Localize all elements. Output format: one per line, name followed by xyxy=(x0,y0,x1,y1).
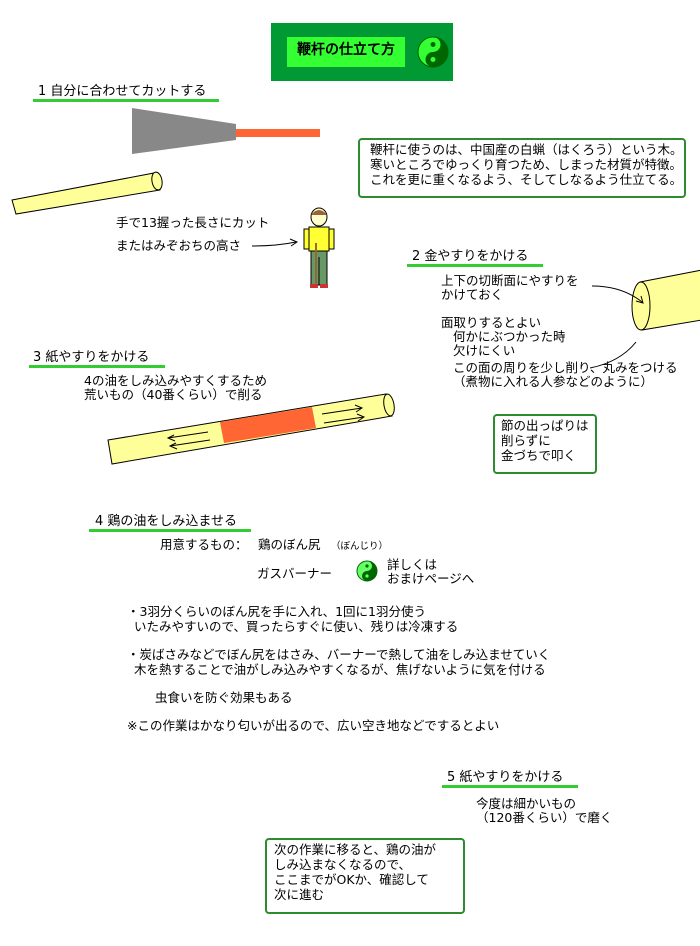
wood-info-box: 鞭杆に使うのは、中国産の白蝋（はくろう）という木。 寒いところでゆっくり育つため… xyxy=(358,138,686,198)
section-1-heading: 1 自分に合わせてカットする xyxy=(38,84,207,99)
section-2-heading: 2 金やすりをかける xyxy=(412,249,529,264)
sanding-text: 4の油をしみ込みやすくするため xyxy=(84,373,267,388)
bonus-link-text: 詳しくは xyxy=(387,557,438,572)
section-4-heading: 4 鶏の油をしみ込ませる xyxy=(95,514,238,529)
prep-item: 鶏のぼん尻 xyxy=(258,537,321,552)
insect-note: 虫食いを防ぐ効果もある xyxy=(155,690,293,705)
next-step-line: 次の作業に移ると、鶏の油が xyxy=(274,842,437,857)
stick-end-closeup xyxy=(631,269,700,331)
pointer-arrow xyxy=(589,341,637,369)
chamfer-text: 何かにぶつかった時 xyxy=(453,329,566,344)
yin-yang-icon xyxy=(417,36,449,68)
title-banner: 鞭杆の仕立て方 xyxy=(271,23,453,81)
cut-length-text: 手で13握った長さにカット xyxy=(116,215,270,230)
sanded-stick xyxy=(107,393,395,465)
bullet-2-text: 木を熱することで油がしみ込みやすくなるが、焦げないように気を付ける xyxy=(134,662,546,677)
file-instruction-text: かけておく xyxy=(441,287,504,302)
section-1-underline xyxy=(33,99,219,102)
node-tip-line: 節の出っぱりは xyxy=(501,418,589,433)
chamfer-text: 欠けにくい xyxy=(453,343,516,358)
fine-sanding-text: （120番くらい）で磨く xyxy=(476,810,613,825)
section-5-underline xyxy=(442,785,578,788)
prep-item-reading: （ぼんじり） xyxy=(331,541,389,552)
node-tip-box: 節の出っぱりは 削らずに 金づちで叩く xyxy=(493,414,597,474)
saw-icon xyxy=(132,108,320,154)
gas-burner-text: ガスバーナー xyxy=(257,566,333,581)
next-step-box: 次の作業に移ると、鶏の油が しみ込まなくなるので、 ここまでがOKか、確認して … xyxy=(265,838,465,914)
round-edge-text: （煮物に入れる人参などのように） xyxy=(453,374,654,389)
bullet-2-text: ・炭ばさみなどでぼん尻をはさみ、バーナーで熱して油をしみ込ませていく xyxy=(127,647,551,662)
section-2-underline xyxy=(407,264,543,267)
fine-sanding-text: 今度は細かいもの xyxy=(476,796,577,811)
wood-info-line: 寒いところでゆっくり育つため、しまった材質が特徴。 xyxy=(370,157,683,172)
yin-yang-icon xyxy=(356,560,378,582)
bamboo-stick-1 xyxy=(11,171,163,215)
section-5-heading: 5 紙やすりをかける xyxy=(447,770,564,785)
node-tip-line: 金づちで叩く xyxy=(501,448,577,463)
round-edge-text: この面の周りを少し削り、丸みをつける xyxy=(453,360,678,375)
smell-note: ※この作業はかなり匂いが出るので、広い空き地などでするとよい xyxy=(127,718,500,733)
wood-info-line: 鞭杆に使うのは、中国産の白蝋（はくろう）という木。 xyxy=(370,142,683,157)
page-title: 鞭杆の仕立て方 xyxy=(297,42,395,58)
chamfer-text: 面取りするとよい xyxy=(441,315,542,330)
next-step-line: しみ込まなくなるので、 xyxy=(274,857,412,872)
bullet-1-text: ・3羽分くらいのぼん尻を手に入れ、1回に1羽分使う xyxy=(127,604,426,619)
section-3-underline xyxy=(29,365,165,368)
sanding-text: 荒いもの（40番くらい）で削る xyxy=(84,387,263,402)
arrow-to-person xyxy=(251,238,299,247)
next-step-line: 次に進む xyxy=(274,887,325,902)
file-instruction-text: 上下の切断面にやすりを xyxy=(441,273,579,288)
section-4-underline xyxy=(89,529,251,532)
next-step-line: ここまでがOKか、確認して xyxy=(274,872,429,887)
title-plate: 鞭杆の仕立て方 xyxy=(287,37,405,67)
bullet-1-text: いたみやすいので、買ったらすぐに使い、残りは冷凍する xyxy=(134,619,459,634)
prep-label: 用意するもの： xyxy=(160,537,248,552)
bonus-link-text: おまけページへ xyxy=(387,571,475,586)
person-icon xyxy=(303,207,335,288)
section-3-heading: 3 紙やすりをかける xyxy=(33,350,150,365)
node-tip-line: 削らずに xyxy=(501,433,551,448)
wood-info-line: これを更に重くなるよう、そしてしなるよう仕立てる。 xyxy=(370,172,683,187)
bonus-page-link[interactable]: 詳しくは おまけページへ xyxy=(356,558,486,592)
cut-height-text: またはみぞおちの高さ xyxy=(116,238,242,253)
pointer-arrow xyxy=(591,285,644,304)
